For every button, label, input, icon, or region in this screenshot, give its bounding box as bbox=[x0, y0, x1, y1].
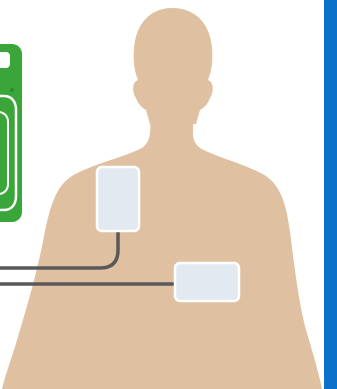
head bbox=[133, 8, 213, 124]
electrode-pad-upper bbox=[97, 167, 139, 231]
electrode-pad-icon bbox=[97, 167, 139, 231]
device-handle bbox=[0, 52, 10, 68]
device-body bbox=[0, 44, 22, 222]
accent-bar-edge bbox=[321, 0, 324, 389]
accent-bar bbox=[323, 0, 337, 389]
human-torso-silhouette bbox=[2, 8, 322, 389]
electrode-pad-icon bbox=[175, 263, 239, 301]
aed-device-icon bbox=[0, 44, 22, 222]
torso bbox=[2, 118, 322, 389]
device-speaker bbox=[10, 88, 14, 92]
electrode-pad-lower bbox=[175, 263, 239, 301]
